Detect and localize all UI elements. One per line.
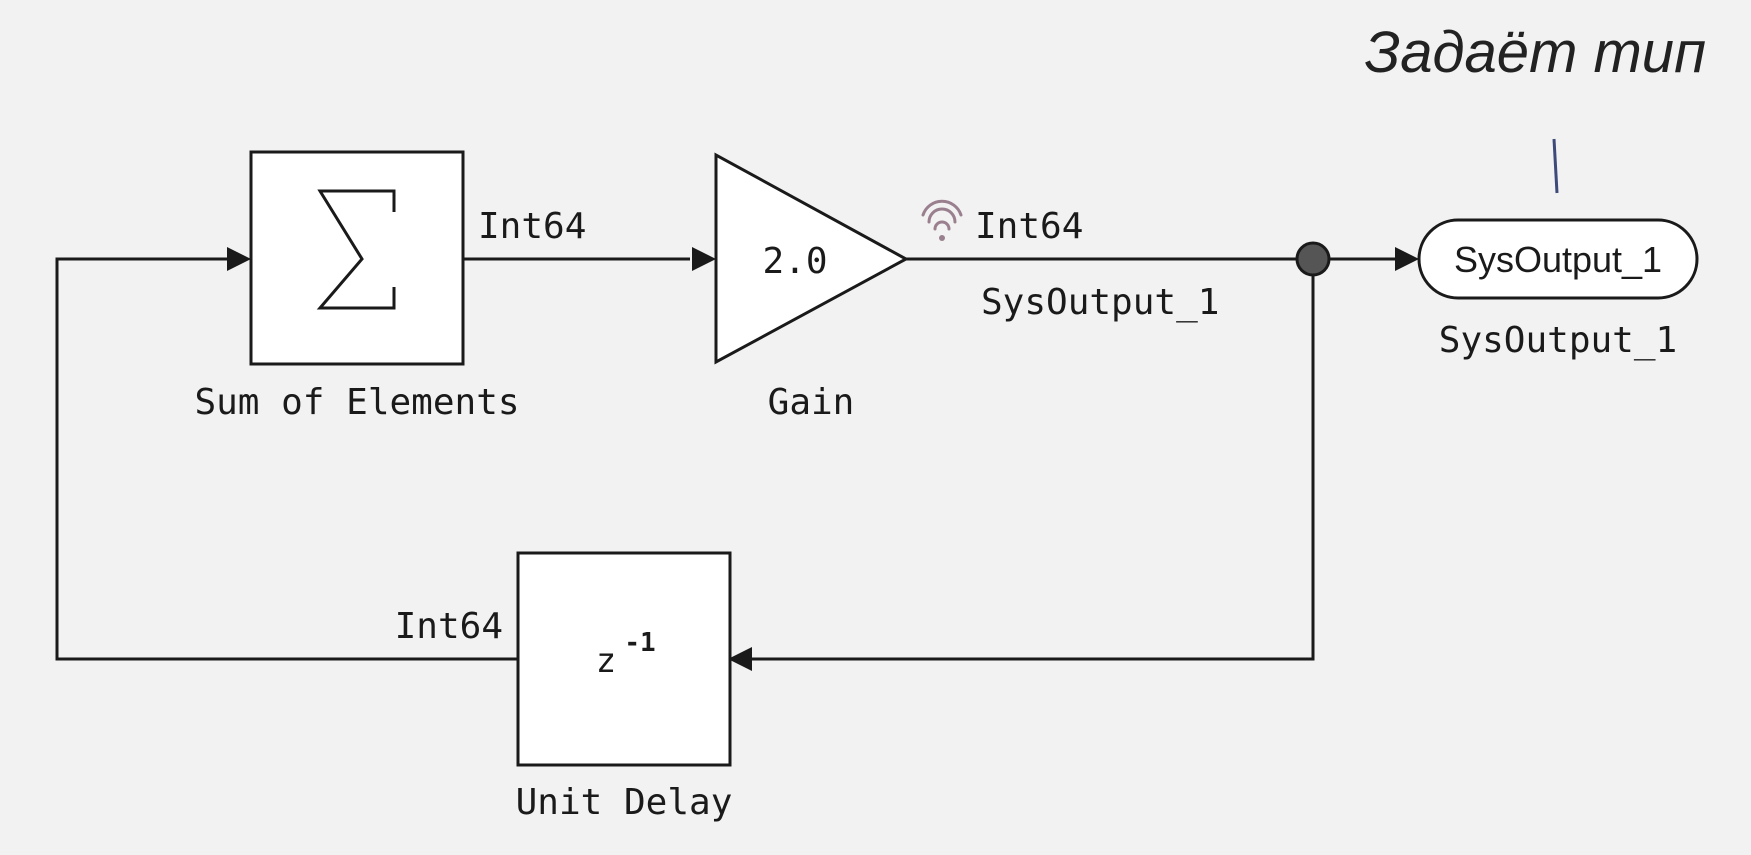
branch-point[interactable] (1295, 241, 1331, 277)
sum-of-elements-label: Sum of Elements (194, 382, 519, 423)
unit-delay-symbol: z (596, 641, 616, 681)
unit-delay-block[interactable]: z -1 (516, 551, 732, 767)
sum-of-elements-block[interactable] (249, 150, 465, 366)
wire-sum-to-gain[interactable] (463, 247, 716, 271)
sys-output-port-text: SysOutput_1 (1454, 239, 1662, 280)
sys-output-label: SysOutput_1 (1439, 320, 1677, 361)
sigma-icon (316, 189, 396, 310)
gain-label: Gain (768, 382, 855, 423)
gain-block[interactable]: 2.0 (714, 152, 910, 365)
signal-name-gain-to-output: SysOutput_1 (981, 282, 1219, 323)
signal-type-gain-to-output: Int64 (975, 206, 1083, 247)
wire-unit-delay-to-sum[interactable] (55, 247, 517, 661)
sys-output-port[interactable]: SysOutput_1 (1417, 218, 1699, 300)
annotation-pointer-line (1552, 138, 1559, 194)
gain-value: 2.0 (762, 241, 827, 282)
wireless-signal-icon[interactable] (921, 199, 963, 241)
wire-branch-to-unit-delay[interactable] (728, 259, 1315, 671)
unit-delay-label: Unit Delay (516, 782, 733, 823)
signal-type-sum-to-gain: Int64 (478, 206, 586, 247)
unit-delay-exponent: -1 (624, 628, 655, 658)
wire-gain-to-output[interactable] (906, 247, 1419, 271)
signal-type-delay-to-sum: Int64 (395, 606, 503, 647)
annotation-text: Задаёт тип (1365, 20, 1706, 85)
